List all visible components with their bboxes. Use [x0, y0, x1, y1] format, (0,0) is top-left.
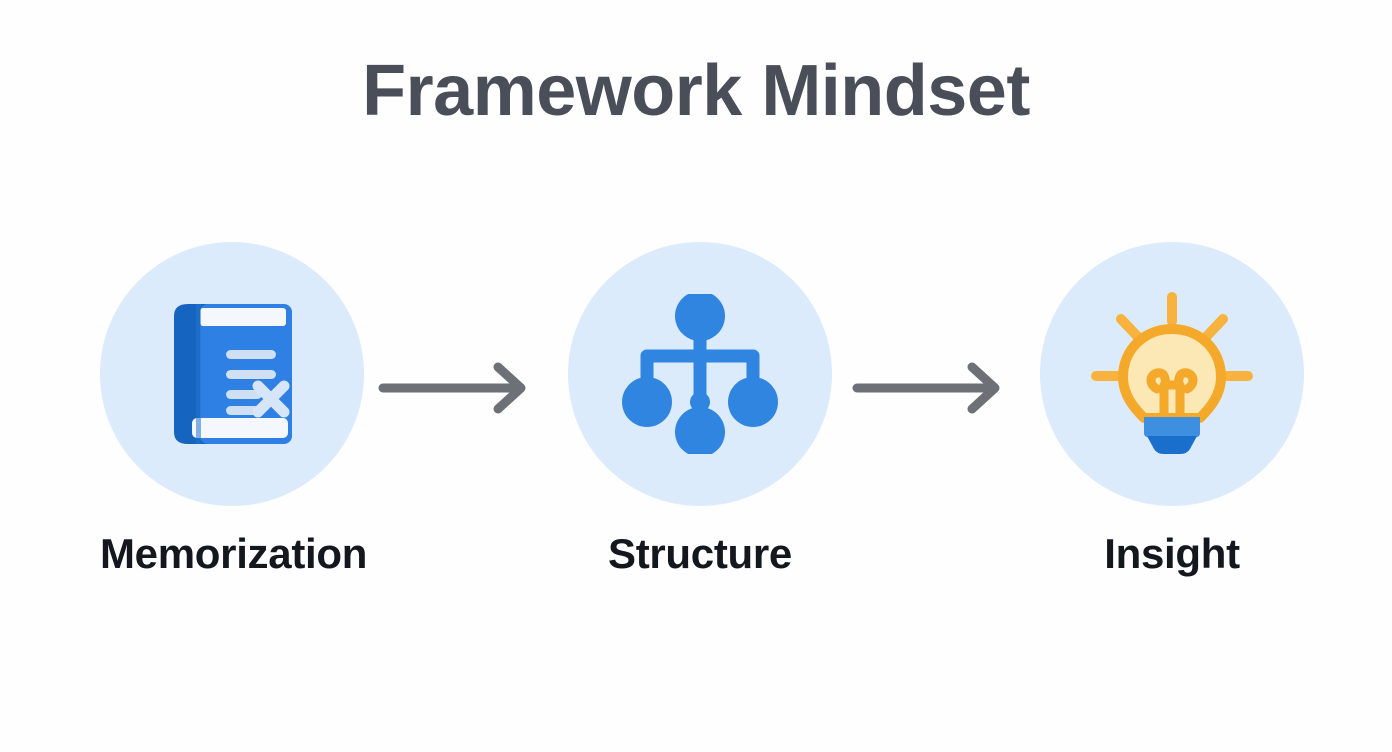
flow-step-label-memorization: Memorization [100, 530, 368, 577]
flow-row: Memorization [0, 242, 1392, 602]
book-x-icon [152, 294, 312, 454]
icon-disc-memorization [100, 242, 364, 506]
flow-step-memorization[interactable]: Memorization [100, 242, 368, 578]
hierarchy-tree-icon [620, 294, 780, 454]
page-title: Framework Mindset [362, 51, 1030, 131]
flow-arrow-1 [378, 360, 538, 416]
icon-disc-insight [1040, 242, 1304, 506]
flow-step-structure[interactable]: Structure [568, 242, 832, 578]
arrow-right-icon [852, 360, 1012, 416]
flow-step-label-insight: Insight [1104, 530, 1240, 577]
lightbulb-rays [1091, 292, 1253, 381]
flow-step-label-structure: Structure [607, 530, 792, 577]
flow-arrow-2 [852, 360, 1012, 416]
lightbulb-filament [1146, 368, 1198, 423]
flow-step-insight[interactable]: Insight [1040, 242, 1304, 578]
arrow-right-icon [378, 360, 538, 416]
lightbulb-icon [1087, 289, 1257, 459]
icon-disc-structure [568, 242, 832, 506]
